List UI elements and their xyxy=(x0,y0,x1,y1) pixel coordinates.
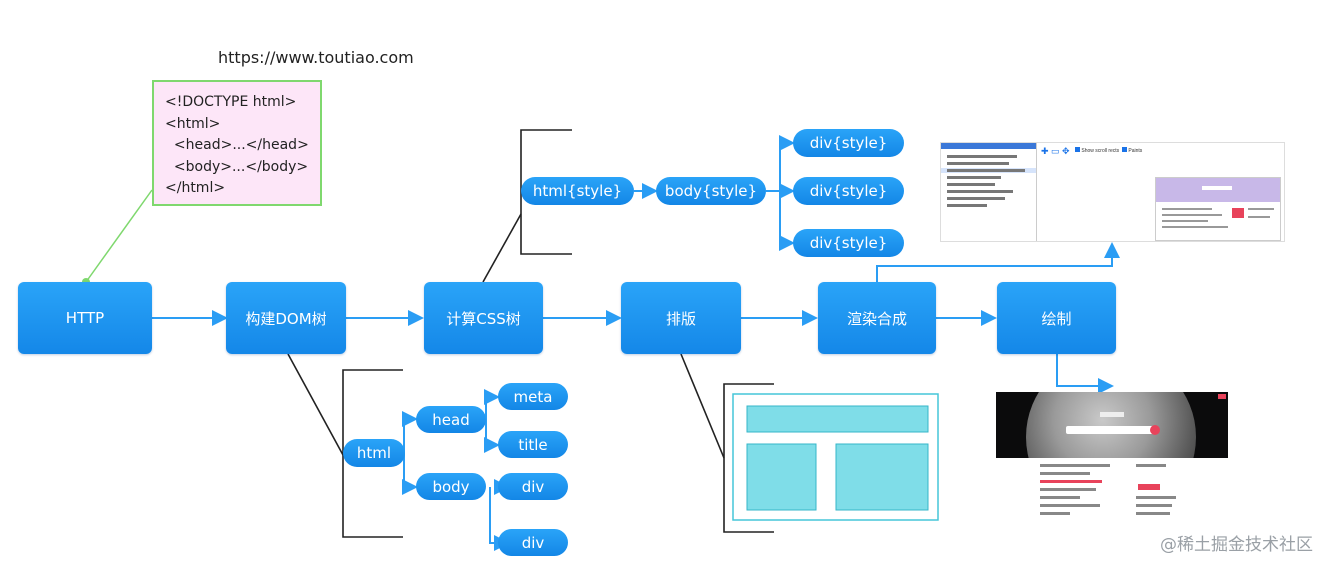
code-line: </html> xyxy=(165,180,226,196)
code-line: <html> xyxy=(165,115,221,132)
css-node-div: div{style} xyxy=(793,129,904,157)
page-url: https://www.toutiao.com xyxy=(218,48,414,67)
stage-build-dom: 构建DOM树 xyxy=(226,282,346,354)
layout-diagram xyxy=(732,393,939,521)
stage-compute-css: 计算CSS树 xyxy=(424,282,543,354)
devtools-layers-screenshot: ✚ ▭ ✥ Show scroll rects Paints xyxy=(940,142,1285,242)
option-label: Paints xyxy=(1128,148,1143,154)
layers-page-preview xyxy=(1155,177,1281,241)
css-node-body: body{style} xyxy=(656,177,766,205)
dom-node-body: body xyxy=(416,473,486,500)
layers-toolbar-options: Show scroll rects Paints xyxy=(1075,147,1142,154)
code-line: <!DOCTYPE html> xyxy=(165,94,297,110)
stage-render-composite: 渲染合成 xyxy=(818,282,936,354)
code-line: <head>...</head> xyxy=(165,137,309,153)
dom-node-title: title xyxy=(498,431,568,458)
css-node-div: div{style} xyxy=(793,177,904,205)
css-node-html: html{style} xyxy=(521,177,634,205)
stage-paint: 绘制 xyxy=(997,282,1116,354)
dom-node-div: div xyxy=(498,529,568,556)
layers-tree-panel xyxy=(941,143,1037,241)
html-source-note: <!DOCTYPE html> <html> <head>...</head> … xyxy=(152,80,322,206)
stage-http: HTTP xyxy=(18,282,152,354)
dom-node-head: head xyxy=(416,406,486,433)
watermark: @稀土掘金技术社区 xyxy=(1160,535,1313,555)
stage-layout: 排版 xyxy=(621,282,741,354)
moon-banner xyxy=(996,392,1228,458)
layers-toolbar-icons: ✚ ▭ ✥ xyxy=(1041,146,1070,156)
dom-node-html: html xyxy=(343,439,405,467)
option-label: Show scroll rects xyxy=(1081,148,1120,154)
dom-node-meta: meta xyxy=(498,383,568,410)
css-node-div: div{style} xyxy=(793,229,904,257)
painted-page-screenshot xyxy=(996,392,1228,522)
dom-node-div: div xyxy=(498,473,568,500)
code-line: <body>...</body> xyxy=(165,158,309,175)
